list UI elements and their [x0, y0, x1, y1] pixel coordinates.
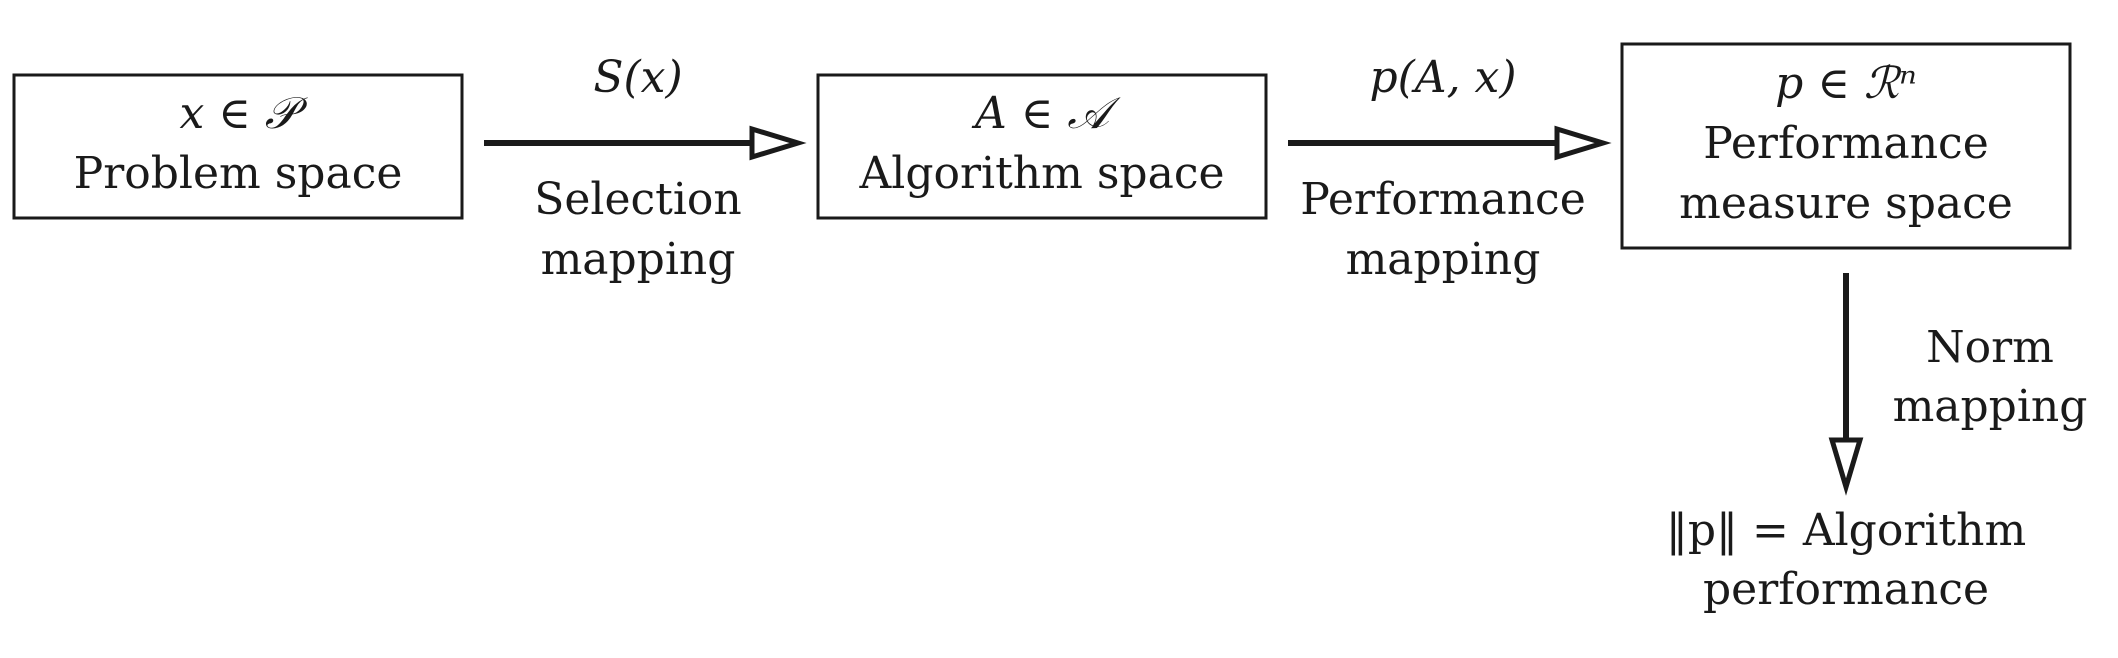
algorithm-space-math: A ∈ 𝒜 [971, 88, 1121, 139]
algorithm-space-node: A ∈ 𝒜 Algorithm space [816, 73, 1268, 220]
algorithm-space-label: Algorithm space [859, 148, 1225, 199]
performance-measure-space-label-1: Performance [1703, 118, 1988, 169]
performance-measure-space-box [1620, 42, 2072, 250]
selection-mapping-edge: S(x) Selection mapping [484, 52, 807, 285]
norm-mapping-label-2: mapping [1893, 381, 2088, 432]
performance-measure-space-math: p ∈ ℛⁿ [1775, 58, 1917, 109]
selection-mapping-label-2: mapping [541, 234, 736, 285]
performance-mapping-edge: p(A, x) Performance mapping [1288, 52, 1612, 285]
problem-space-math: x ∈ 𝒫 [179, 88, 307, 139]
performance-mapping-math: p(A, x) [1369, 52, 1516, 103]
problem-space-label: Problem space [74, 148, 403, 199]
algorithm-performance-label-2: performance [1703, 564, 1989, 615]
norm-mapping-label-1: Norm [1926, 322, 2054, 373]
performance-arrow-head [1554, 125, 1612, 161]
performance-mapping-label-2: mapping [1346, 234, 1541, 285]
performance-mapping-label-1: Performance [1300, 174, 1585, 225]
performance-measure-space-label-2: measure space [1679, 178, 2013, 229]
algorithm-performance-node: ‖p‖ = Algorithm performance [1666, 505, 2026, 615]
performance-measure-space-node: p ∈ ℛⁿ Performance measure space [1620, 42, 2072, 250]
problem-space-node: x ∈ 𝒫 Problem space [12, 73, 464, 220]
norm-mapping-edge: Norm mapping [1828, 273, 2088, 496]
problem-space-box [12, 73, 464, 220]
selection-mapping-math: S(x) [593, 52, 682, 103]
norm-arrow-head [1828, 437, 1864, 496]
algorithm-performance-label-1: ‖p‖ = Algorithm [1666, 505, 2026, 556]
algorithm-space-box [816, 73, 1268, 220]
selection-arrow-head [749, 125, 807, 161]
selection-mapping-label-1: Selection [534, 174, 742, 225]
